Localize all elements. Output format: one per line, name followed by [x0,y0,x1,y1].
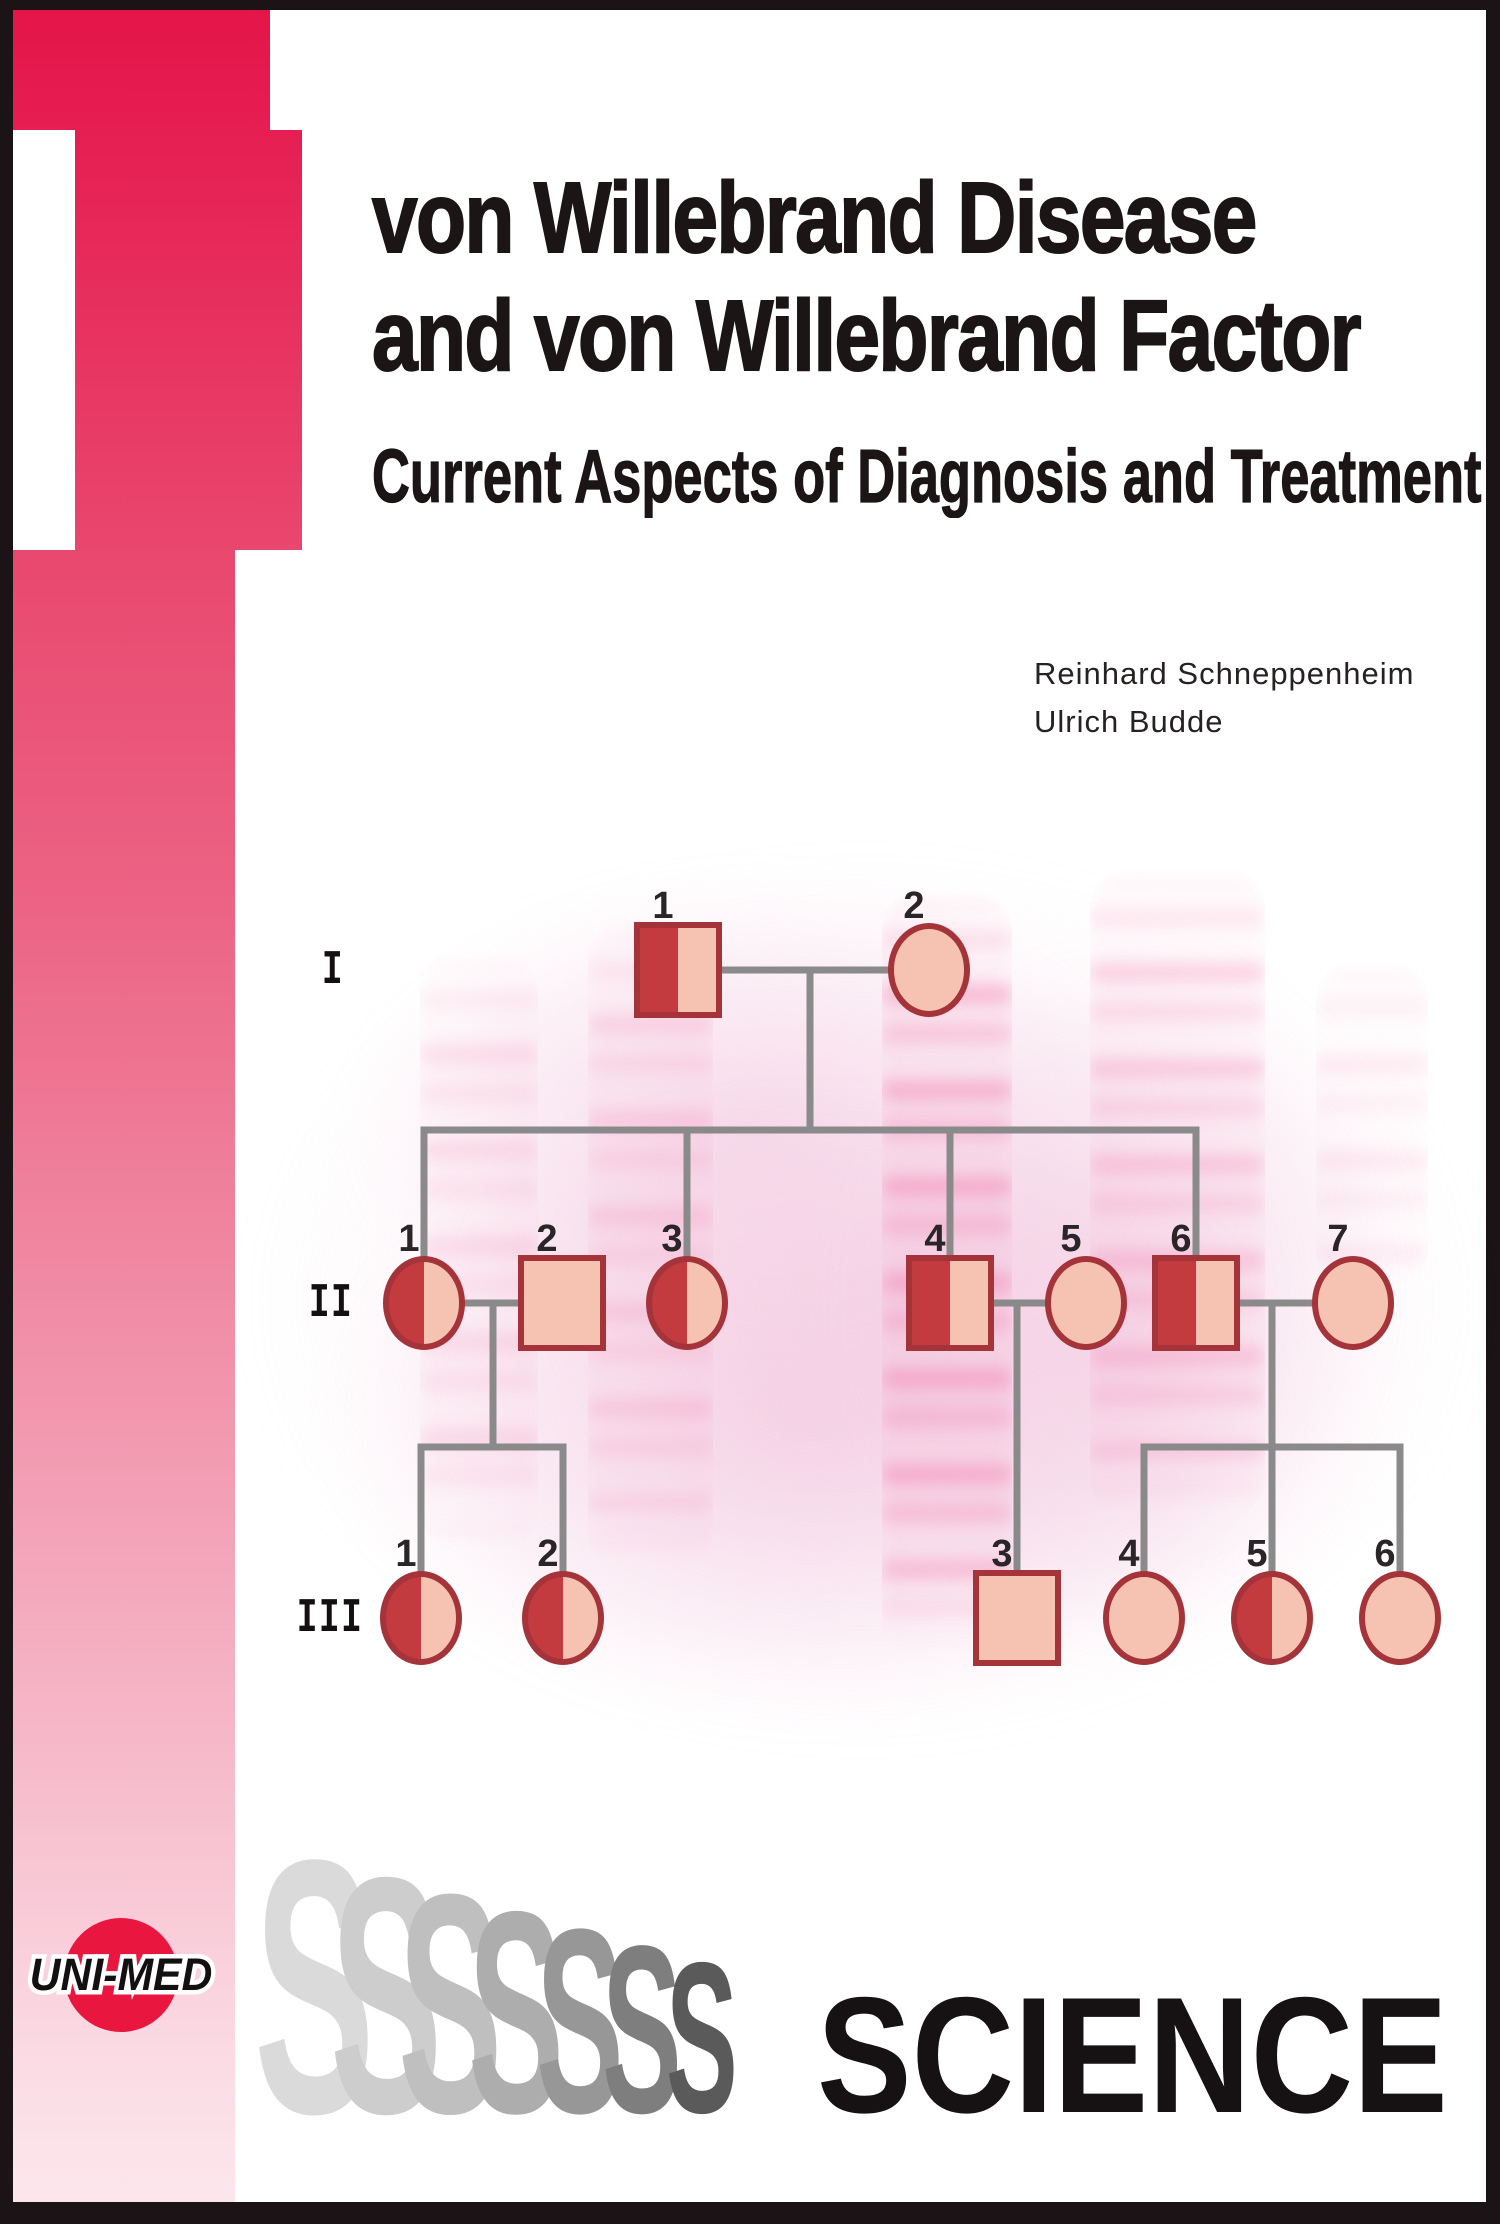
pedigree-individual-II-2: 2 [518,1218,606,1351]
unimed-logo-text: UNI-MED [30,1950,213,2000]
pedigree-individual-III-6: 6 [1359,1533,1441,1665]
pedigree-number-III-5: 5 [1246,1533,1267,1575]
generation-label-II: II [309,1276,353,1331]
pedigree-number-III-1: 1 [395,1533,416,1575]
red-stripe-top-block [13,10,270,130]
pedigree-number-II-5: 5 [1060,1218,1081,1260]
science-s-mark-3: S [398,1830,502,2179]
author-2: Ulrich Budde [1034,704,1224,739]
pedigree-number-I-1: 1 [652,885,673,927]
generation-label-I: I [322,943,344,998]
science-s-mark-5: S [536,1875,624,2168]
unimed-logo: UNI-MED [25,1918,217,2032]
pedigree-number-II-4: 4 [924,1218,945,1260]
pedigree-number-III-4: 4 [1118,1533,1139,1575]
author-1: Reinhard Schneppenheim [1034,656,1415,691]
pedigree-individual-II-5: 5 [1045,1218,1127,1350]
subtitle: Current Aspects of Diagnosis and Treatme… [372,434,1482,518]
unimed-red-circle-icon [64,1918,178,2032]
pedigree-number-III-3: 3 [991,1533,1012,1575]
science-s-mark-6: S [602,1897,682,2164]
title-line-1: von Willebrand Disease [371,162,1258,274]
science-s-mark-4: S [468,1853,564,2174]
pedigree-number-II-1: 1 [398,1218,419,1260]
pedigree-individual-I-1: 1 [634,885,722,1018]
pedigree-number-III-2: 2 [537,1533,558,1575]
pedigree-number-III-6: 6 [1374,1533,1395,1575]
pedigree-number-II-6: 6 [1170,1218,1191,1260]
pedigree-number-II-2: 2 [536,1218,557,1260]
pedigree-number-I-2: 2 [903,885,924,927]
generation-label-III: III [297,1591,364,1646]
pedigree-individual-II-7: 7 [1312,1218,1394,1350]
science-s-mark-2: S [330,1808,442,2184]
science-s-mark-7: S [666,1918,738,2158]
science-s-mark-1: S [254,1784,375,2189]
science-wordmark: SCIENCE [817,1963,1448,2147]
pedigree-number-II-3: 3 [661,1218,682,1260]
title-line-2: and von Willebrand Factor [371,280,1362,392]
pedigree-individual-I-2: 2 [888,885,970,1017]
authors-block: Reinhard Schneppenheim Ulrich Budde [1034,650,1414,746]
pedigree-number-II-7: 7 [1327,1218,1348,1260]
red-stripe-tab [75,130,302,550]
